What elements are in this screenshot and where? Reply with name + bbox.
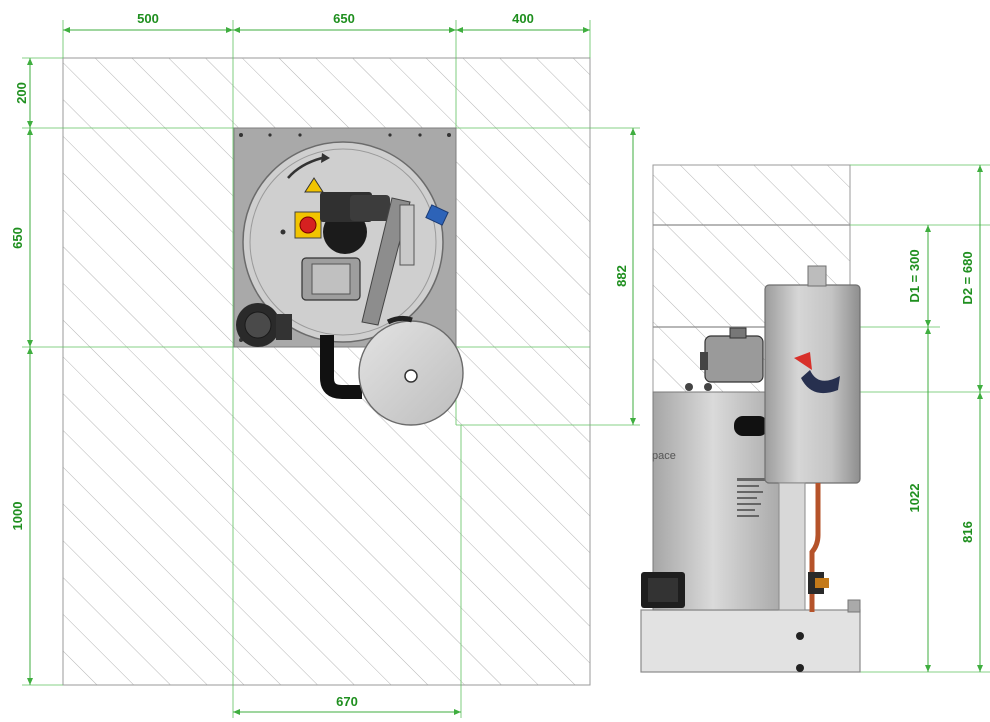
dim-d2: D2 = 680 <box>960 165 983 392</box>
plan-top-dimensions: 500 650 400 <box>63 11 590 33</box>
brand-logo-icon <box>794 352 812 370</box>
outlet-pipe <box>320 335 362 399</box>
brand-text: pace <box>652 450 676 462</box>
emergency-stop-button-icon <box>299 216 317 234</box>
plan-view: 500 650 400 200 650 1000 882 <box>10 11 640 718</box>
dim-1022: 1022 <box>907 327 931 672</box>
side-view: pace <box>640 164 990 673</box>
plan-left-dimensions: 200 650 1000 <box>10 58 33 685</box>
gear-motor-side <box>704 335 764 383</box>
dim-left-200: 200 <box>14 82 29 104</box>
machine-plinth <box>640 609 861 673</box>
valve-blue-icon <box>425 204 449 226</box>
warning-sign-icon <box>304 177 324 193</box>
rotation-arrow-icon <box>287 156 323 179</box>
dim-d2-label: D2 = 680 <box>960 251 975 304</box>
dim-top-650: 650 <box>333 11 355 26</box>
dim-d1: D1 = 300 <box>907 225 931 327</box>
plan-bottom-dimension: 670 <box>233 694 461 715</box>
rotating-arm <box>361 197 411 326</box>
dim-right-882: 882 <box>614 265 629 287</box>
dim-bottom-670: 670 <box>336 694 358 709</box>
plan-right-dimension: 882 <box>614 128 636 425</box>
dim-top-400: 400 <box>512 11 534 26</box>
dim-816-label: 816 <box>960 521 975 543</box>
rating-label <box>737 478 765 517</box>
copper-pipe <box>809 483 821 612</box>
dim-1022-label: 1022 <box>907 484 922 513</box>
support-column <box>778 482 806 611</box>
dim-left-650: 650 <box>10 227 25 249</box>
dim-d1-label: D1 = 300 <box>907 249 922 302</box>
dim-816: 816 <box>960 392 983 672</box>
dim-top-500: 500 <box>137 11 159 26</box>
dim-left-1000: 1000 <box>10 502 25 531</box>
